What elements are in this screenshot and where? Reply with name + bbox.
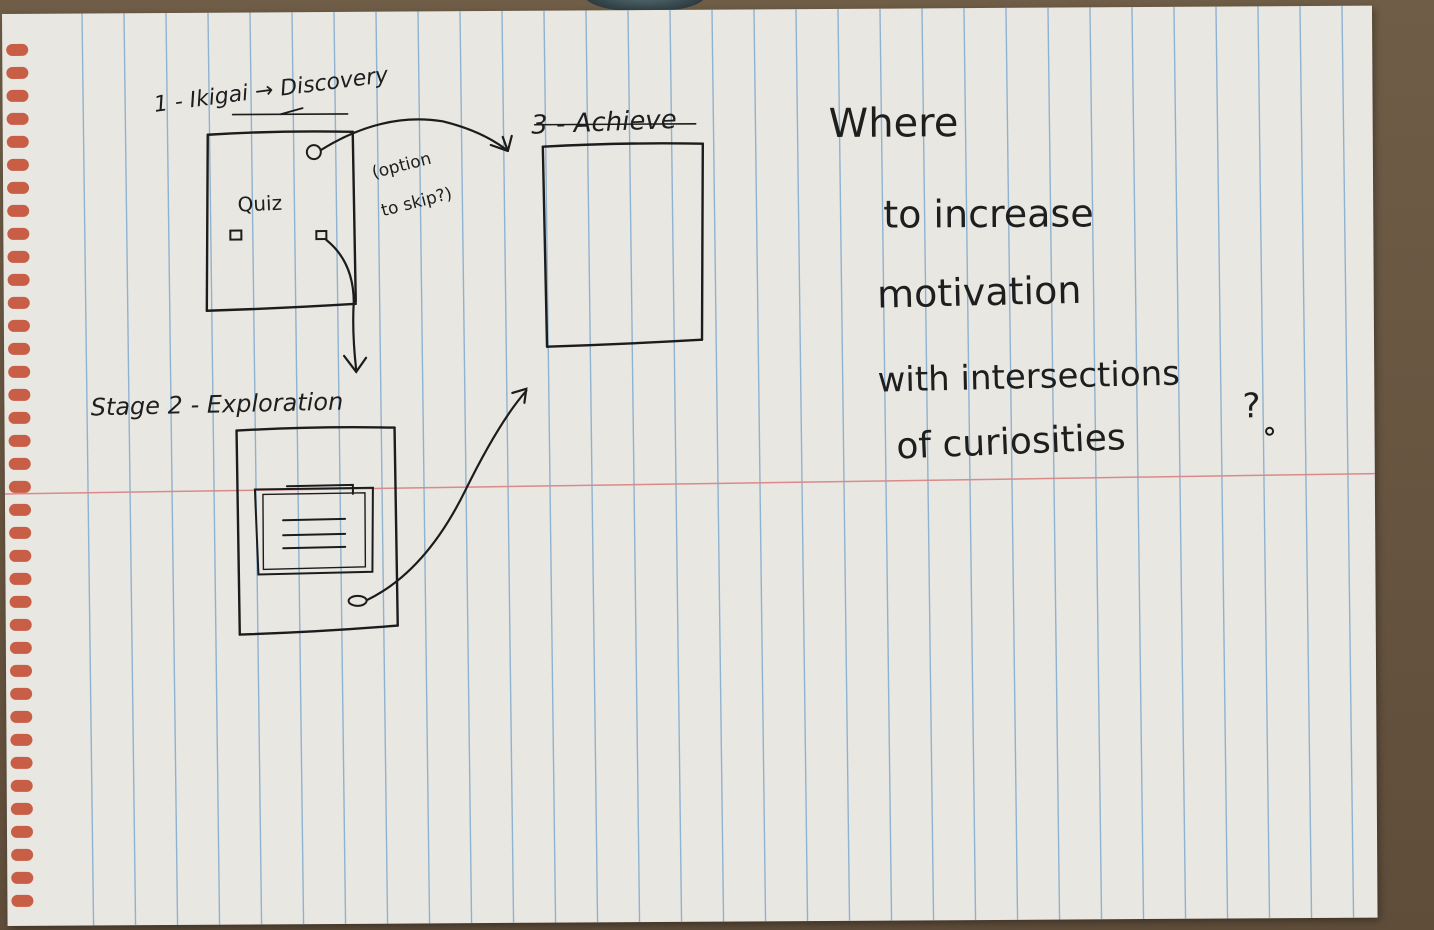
question-line-4: with intersections bbox=[877, 354, 1180, 401]
question-line-3: motivation bbox=[877, 268, 1082, 317]
ikigai-arrow-icon bbox=[281, 108, 303, 114]
stage3-box bbox=[535, 124, 704, 347]
stage3-title: 3 - Achieve bbox=[531, 105, 678, 141]
question-line-1: Where bbox=[829, 100, 959, 147]
sketch-layer bbox=[2, 6, 1378, 926]
quiz-label: Quiz bbox=[237, 191, 282, 217]
stage2-card bbox=[255, 485, 374, 575]
arrow-stage2-to-stage3 bbox=[366, 389, 527, 600]
option-square-icon bbox=[230, 231, 241, 240]
arrow-stage1-to-stage3 bbox=[321, 119, 512, 152]
question-mark-dot bbox=[1266, 428, 1273, 435]
option-square-icon-2 bbox=[316, 231, 326, 239]
stage2-button-icon bbox=[349, 596, 367, 606]
stage2-title: Stage 2 - Exploration bbox=[90, 388, 343, 422]
notebook-page: 1 - Ikigai → Discovery Quiz (option to s… bbox=[2, 6, 1378, 926]
option-circle-icon bbox=[307, 145, 321, 159]
question-mark: ? bbox=[1242, 386, 1260, 426]
question-line-2: to increase bbox=[883, 191, 1094, 236]
